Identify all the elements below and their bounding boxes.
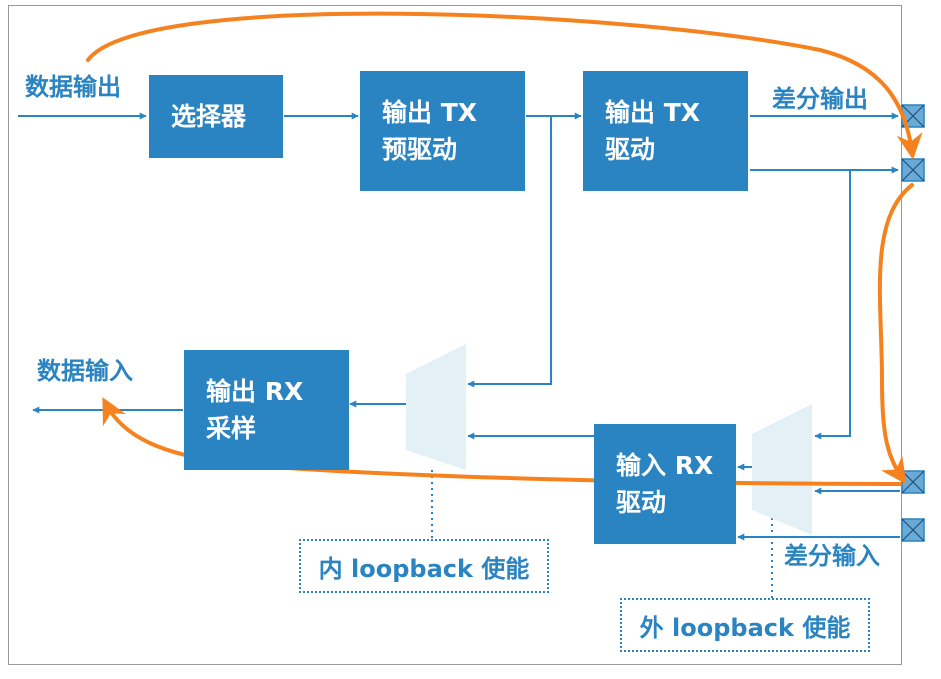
tx-driver-block: 输出 TX 驱动: [583, 71, 748, 191]
outer-loopback-enable-label: 外 loopback 使能: [639, 613, 851, 642]
outer-tap-wire: [814, 170, 851, 440]
chip-boundary: [8, 5, 902, 665]
selector-block: 选择器: [149, 75, 283, 158]
outer-loopback-mux: [752, 404, 812, 535]
diff-in-label: 差分输入: [784, 542, 880, 570]
tx-flow-arrow: [86, 11, 923, 160]
rx-driver-block: 输入 RX 驱动: [594, 424, 736, 544]
rx-driver-label: 输入 RX 驱动: [616, 451, 714, 517]
inner-loopback-enable-label: 内 loopback 使能: [318, 554, 530, 583]
tx-predriver-block: 输出 TX 预驱动: [360, 71, 525, 191]
data-out-label: 数据输出: [25, 73, 121, 101]
tx-predriver-label: 输出 TX 预驱动: [382, 98, 478, 164]
rx-sampler-block: 输出 RX 采样: [184, 350, 349, 470]
tx-driver-label: 输出 TX 驱动: [605, 98, 701, 164]
inner-loopback-mux: [406, 344, 466, 470]
external-loop-arrow: [877, 183, 914, 485]
rx-flow-arrow: [102, 397, 902, 486]
diff-out-label: 差分输出: [772, 85, 868, 113]
selector-label: 选择器: [171, 102, 247, 131]
pad-icon: [901, 470, 925, 494]
rx-sampler-label: 输出 RX 采样: [206, 377, 304, 443]
pad-icon: [901, 158, 925, 182]
data-in-label: 数据输入: [37, 357, 133, 385]
inner-tap-wire: [467, 116, 552, 388]
inner-loopback-enable-box: 内 loopback 使能: [299, 539, 549, 593]
pad-icon: [901, 518, 925, 542]
outer-loopback-enable-box: 外 loopback 使能: [620, 598, 870, 652]
